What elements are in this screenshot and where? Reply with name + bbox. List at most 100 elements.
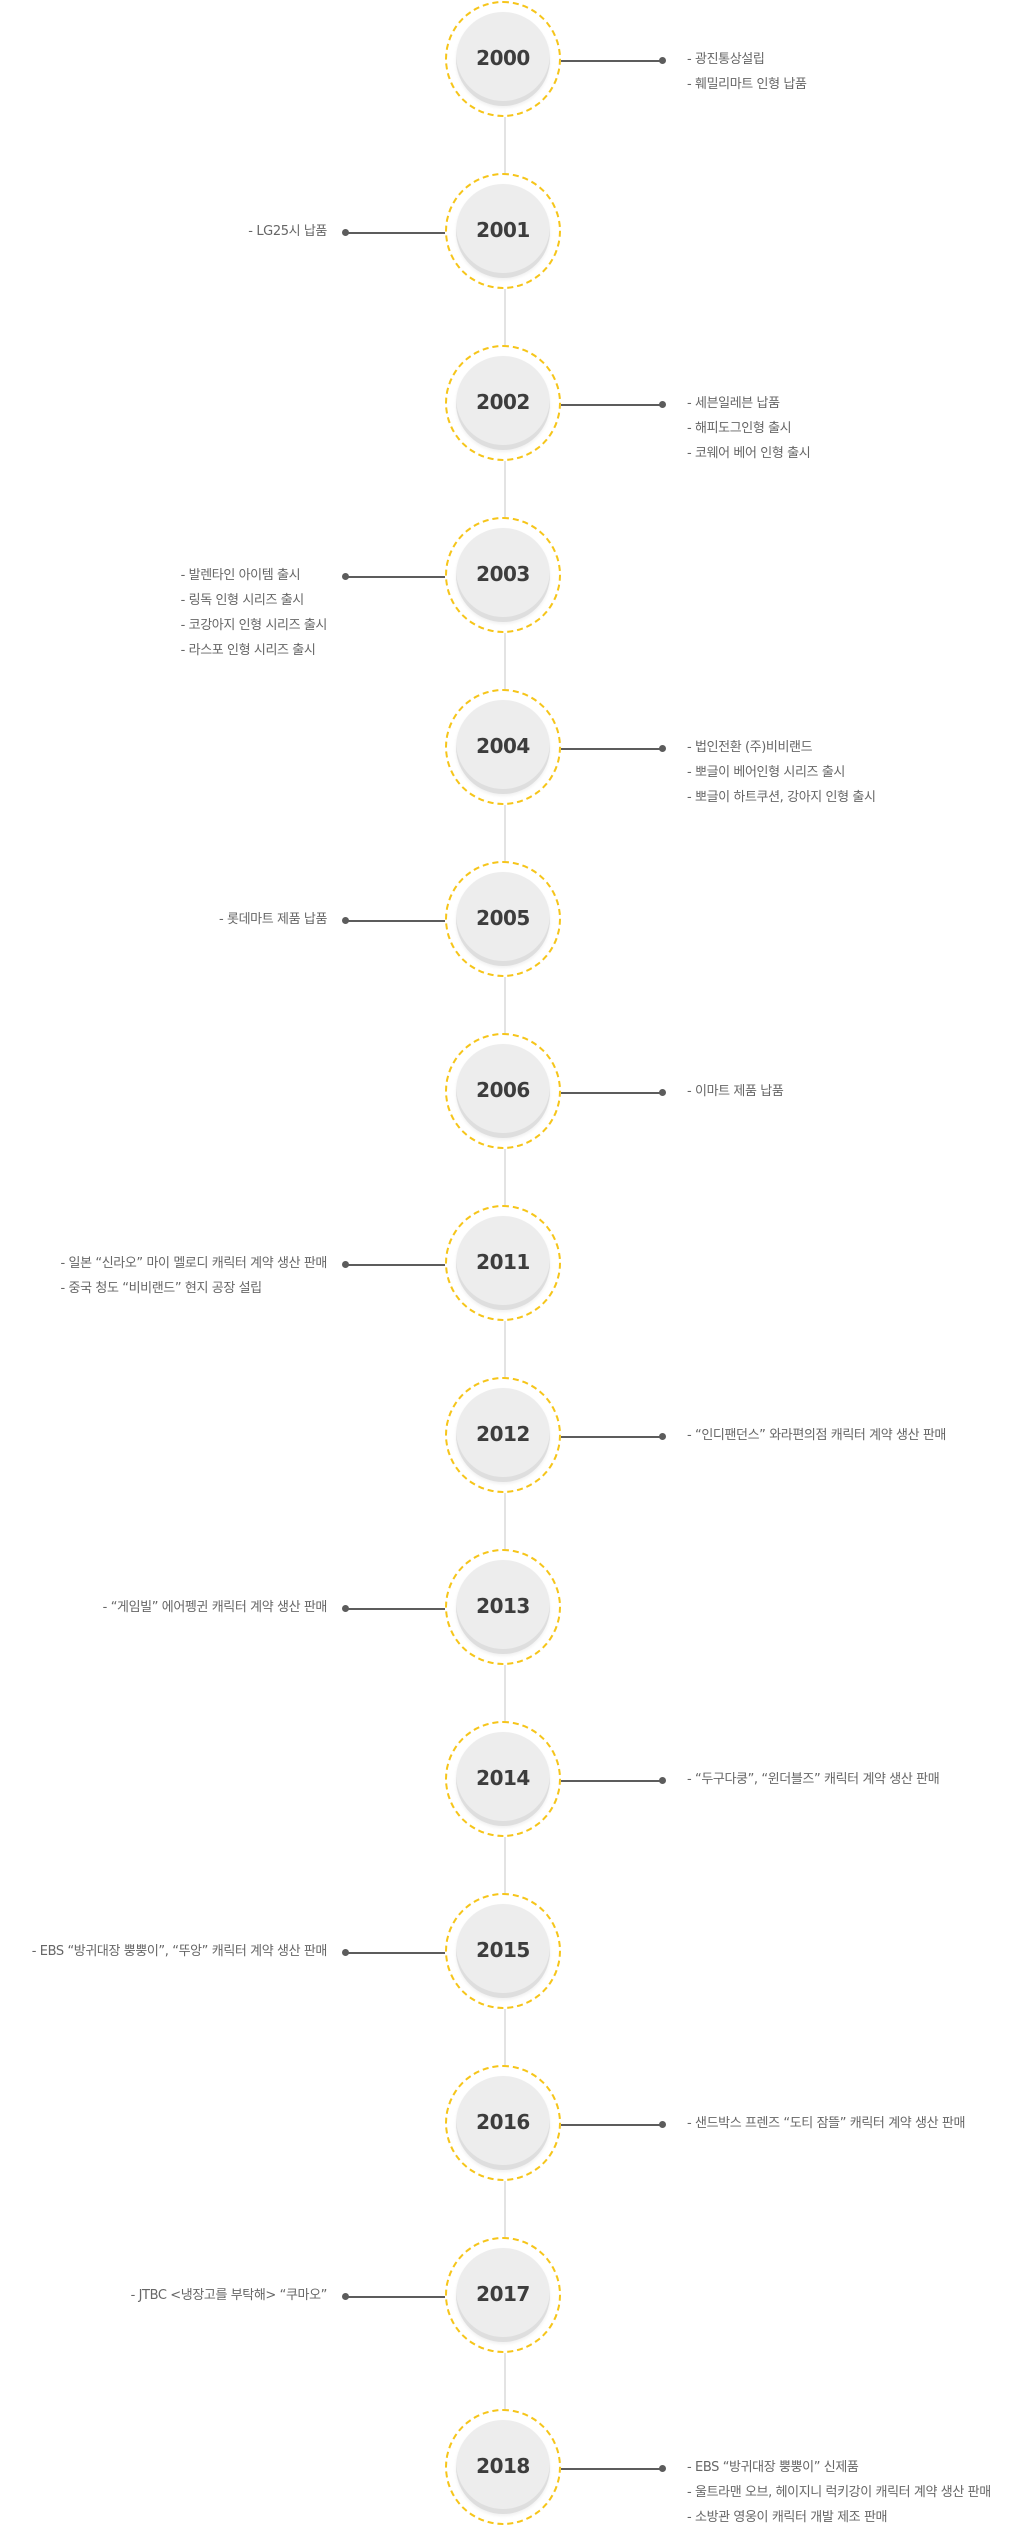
event-list: - LG25시 납품 (248, 219, 327, 244)
event-item: - EBS “방귀대장 뿡뿡이”, “뚜앙” 캐릭터 계약 생산 판매 (31, 1944, 328, 1959)
year-label: 2016 (456, 2076, 550, 2170)
connector-line (561, 1089, 666, 1096)
year-circle: 2006 (445, 1033, 561, 1149)
year-circle: 2017 (445, 2237, 561, 2353)
event-item: - 롯데마트 제품 납품 (219, 912, 327, 927)
event-item: - 코강아지 인형 시리즈 출시 (180, 618, 328, 633)
year-circle: 2012 (445, 1377, 561, 1493)
year-circle: 2018 (445, 2409, 561, 2525)
event-item: - 링독 인형 시리즈 출시 (180, 593, 305, 608)
connector-dot-icon (659, 745, 666, 752)
event-list: - 광진통상설립 - 훼밀리마트 인형 납품 (687, 47, 807, 97)
event-list: - 이마트 제품 납품 (687, 1079, 784, 1104)
event-item: - 코웨어 베어 인형 출시 (687, 446, 811, 461)
connector-dot-icon (342, 573, 349, 580)
year-circle: 2015 (445, 1893, 561, 2009)
connector-line (342, 1605, 445, 1612)
event-item: - “게임빌” 에어펭귄 캐릭터 계약 생산 판매 (102, 1600, 328, 1615)
event-item: - 세븐일레븐 납품 (687, 396, 780, 411)
year-circle: 2016 (445, 2065, 561, 2181)
year-circle: 2000 (445, 1, 561, 117)
year-label: 2006 (456, 1044, 550, 1138)
connector-dot-icon (342, 1949, 349, 1956)
connector-dot-icon (659, 401, 666, 408)
year-circle: 2013 (445, 1549, 561, 1665)
year-label: 2015 (456, 1904, 550, 1998)
year-label: 2011 (456, 1216, 550, 1310)
year-label: 2003 (456, 528, 550, 622)
connector-line (342, 1261, 445, 1268)
event-item: - “두구다쿵”, “윈더블즈” 캐릭터 계약 생산 판매 (687, 1772, 940, 1787)
event-list: - JTBC <냉장고를 부탁해> “쿠마오” (130, 2283, 328, 2308)
year-label: 2000 (456, 12, 550, 106)
connector-dot-icon (659, 2121, 666, 2128)
event-item: - 중국 청도 “비비랜드” 현지 공장 설립 (60, 1281, 263, 1296)
event-list: - 발렌타인 아이템 출시 - 링독 인형 시리즈 출시 - 코강아지 인형 시리즈… (180, 563, 328, 663)
event-item: - 광진통상설립 (687, 52, 765, 67)
event-item: - LG25시 납품 (248, 224, 327, 239)
year-label: 2001 (456, 184, 550, 278)
event-item: - 소방관 영웅이 캐릭터 개발 제조 판매 (687, 2510, 888, 2525)
connector-dot-icon (659, 2465, 666, 2472)
connector-dot-icon (659, 1777, 666, 1784)
connector-line (561, 1433, 666, 1440)
event-item: - 울트라맨 오브, 헤이지니 럭키강이 캐릭터 계약 생산 판매 (687, 2485, 991, 2500)
event-item: - 법인전환 (주)비비랜드 (687, 740, 813, 755)
year-circle: 2001 (445, 173, 561, 289)
connector-dot-icon (342, 1605, 349, 1612)
event-item: - 뽀글이 하트쿠션, 강아지 인형 출시 (687, 790, 876, 805)
year-label: 2012 (456, 1388, 550, 1482)
connector-line (561, 745, 666, 752)
year-circle: 2014 (445, 1721, 561, 1837)
year-label: 2013 (456, 1560, 550, 1654)
event-item: - 해피도그인형 출시 (687, 421, 792, 436)
event-item: - “인디팬던스” 와라편의점 캐릭터 계약 생산 판매 (687, 1428, 946, 1443)
year-label: 2017 (456, 2248, 550, 2342)
event-item: - 샌드박스 프렌즈 “도티 잠뜰” 캐릭터 계약 생산 판매 (687, 2116, 966, 2131)
year-circle: 2005 (445, 861, 561, 977)
event-list: - EBS “방귀대장 뿡뿡이”, “뚜앙” 캐릭터 계약 생산 판매 (31, 1939, 328, 1964)
event-item: - EBS “방귀대장 뿡뿡이” 신제품 (687, 2460, 859, 2475)
year-label: 2014 (456, 1732, 550, 1826)
event-list: - 법인전환 (주)비비랜드 - 뽀글이 베어인형 시리즈 출시 - 뽀글이 하트쿠… (687, 735, 876, 810)
connector-line (561, 2465, 666, 2472)
event-list: - 롯데마트 제품 납품 (219, 907, 327, 932)
year-circle: 2004 (445, 689, 561, 805)
connector-line (561, 401, 666, 408)
connector-line (561, 1777, 666, 1784)
year-label: 2005 (456, 872, 550, 966)
year-label: 2004 (456, 700, 550, 794)
event-list: - “두구다쿵”, “윈더블즈” 캐릭터 계약 생산 판매 (687, 1767, 940, 1792)
connector-line (342, 1949, 445, 1956)
event-list: - “인디팬던스” 와라편의점 캐릭터 계약 생산 판매 (687, 1423, 946, 1448)
connector-dot-icon (342, 917, 349, 924)
connector-line (561, 57, 666, 64)
year-label: 2002 (456, 356, 550, 450)
year-label: 2018 (456, 2420, 550, 2514)
connector-line (342, 229, 445, 236)
event-item: - 라스포 인형 시리즈 출시 (180, 643, 316, 658)
year-circle: 2003 (445, 517, 561, 633)
event-item: - 훼밀리마트 인형 납품 (687, 77, 807, 92)
connector-line (342, 2293, 445, 2300)
event-list: - EBS “방귀대장 뿡뿡이” 신제품 - 울트라맨 오브, 헤이지니 럭키강이… (687, 2455, 991, 2530)
connector-dot-icon (342, 2293, 349, 2300)
event-list: - “게임빌” 에어펭귄 캐릭터 계약 생산 판매 (102, 1595, 328, 1620)
event-item: - 뽀글이 베어인형 시리즈 출시 (687, 765, 845, 780)
event-item: - 발렌타인 아이템 출시 (180, 568, 301, 583)
connector-line (561, 2121, 666, 2128)
connector-dot-icon (342, 1261, 349, 1268)
connector-line (342, 573, 445, 580)
event-list: - 일본 “신라오” 마이 멜로디 캐릭터 계약 생산 판매 - 중국 청도 “비… (60, 1251, 328, 1301)
event-item: - 이마트 제품 납품 (687, 1084, 784, 1099)
connector-dot-icon (659, 57, 666, 64)
connector-dot-icon (659, 1433, 666, 1440)
connector-dot-icon (659, 1089, 666, 1096)
event-item: - JTBC <냉장고를 부탁해> “쿠마오” (130, 2288, 328, 2303)
year-circle: 2002 (445, 345, 561, 461)
event-list: - 세븐일레븐 납품 - 해피도그인형 출시 - 코웨어 베어 인형 출시 (687, 391, 811, 466)
connector-dot-icon (342, 229, 349, 236)
event-item: - 일본 “신라오” 마이 멜로디 캐릭터 계약 생산 판매 (60, 1256, 328, 1271)
event-list: - 샌드박스 프렌즈 “도티 잠뜰” 캐릭터 계약 생산 판매 (687, 2111, 965, 2136)
